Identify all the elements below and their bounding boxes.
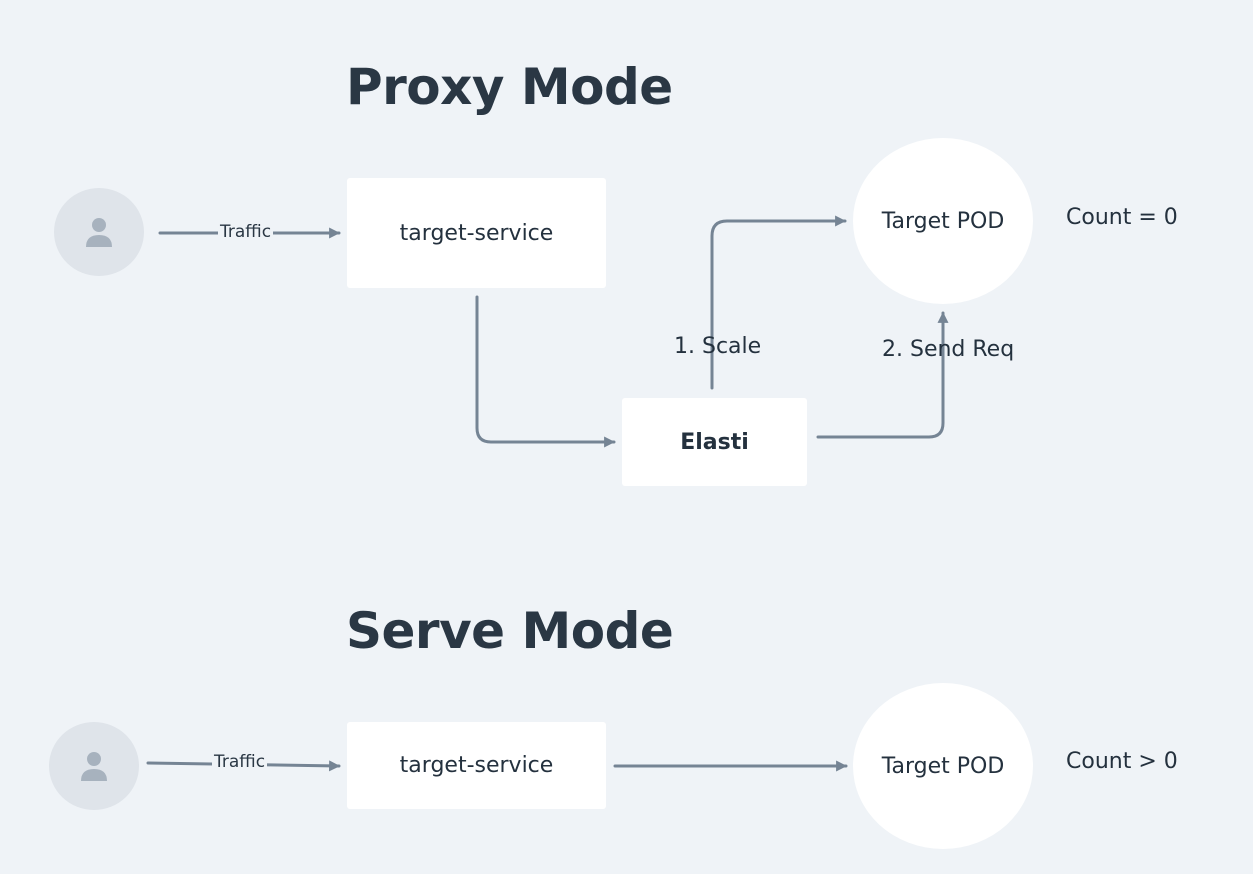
serve-target-service-label: target-service [399, 753, 554, 778]
elasti-node: Elasti [622, 398, 807, 486]
send-req-step-label: 2. Send Req [882, 337, 1015, 362]
proxy-count-label: Count = 0 [1066, 205, 1178, 230]
serve-user-avatar [49, 722, 139, 810]
proxy-target-service-label: target-service [399, 220, 554, 246]
proxy-target-service-node: target-service [347, 178, 606, 288]
proxy-scale-arrow [710, 215, 847, 390]
proxy-traffic-label: Traffic [218, 222, 274, 242]
user-icon [81, 752, 107, 781]
proxy-target-pod-label: Target POD [881, 208, 1005, 234]
scale-step-label: 1. Scale [674, 334, 762, 359]
proxy-send-req-arrow [816, 311, 949, 439]
serve-target-pod-node: Target POD [853, 683, 1033, 849]
user-icon [86, 218, 112, 247]
proxy-service-to-elasti-arrow [475, 295, 616, 448]
serve-count-label: Count > 0 [1066, 749, 1178, 774]
serve-mode-title: Serve Mode [346, 602, 674, 660]
serve-traffic-label: Traffic [212, 752, 268, 772]
proxy-target-pod-node: Target POD [853, 138, 1033, 304]
proxy-mode-title: Proxy Mode [346, 58, 673, 116]
serve-target-pod-label: Target POD [881, 753, 1005, 779]
serve-target-service-node: target-service [347, 722, 606, 809]
proxy-user-avatar [54, 188, 144, 276]
elasti-label: Elasti [680, 429, 749, 455]
